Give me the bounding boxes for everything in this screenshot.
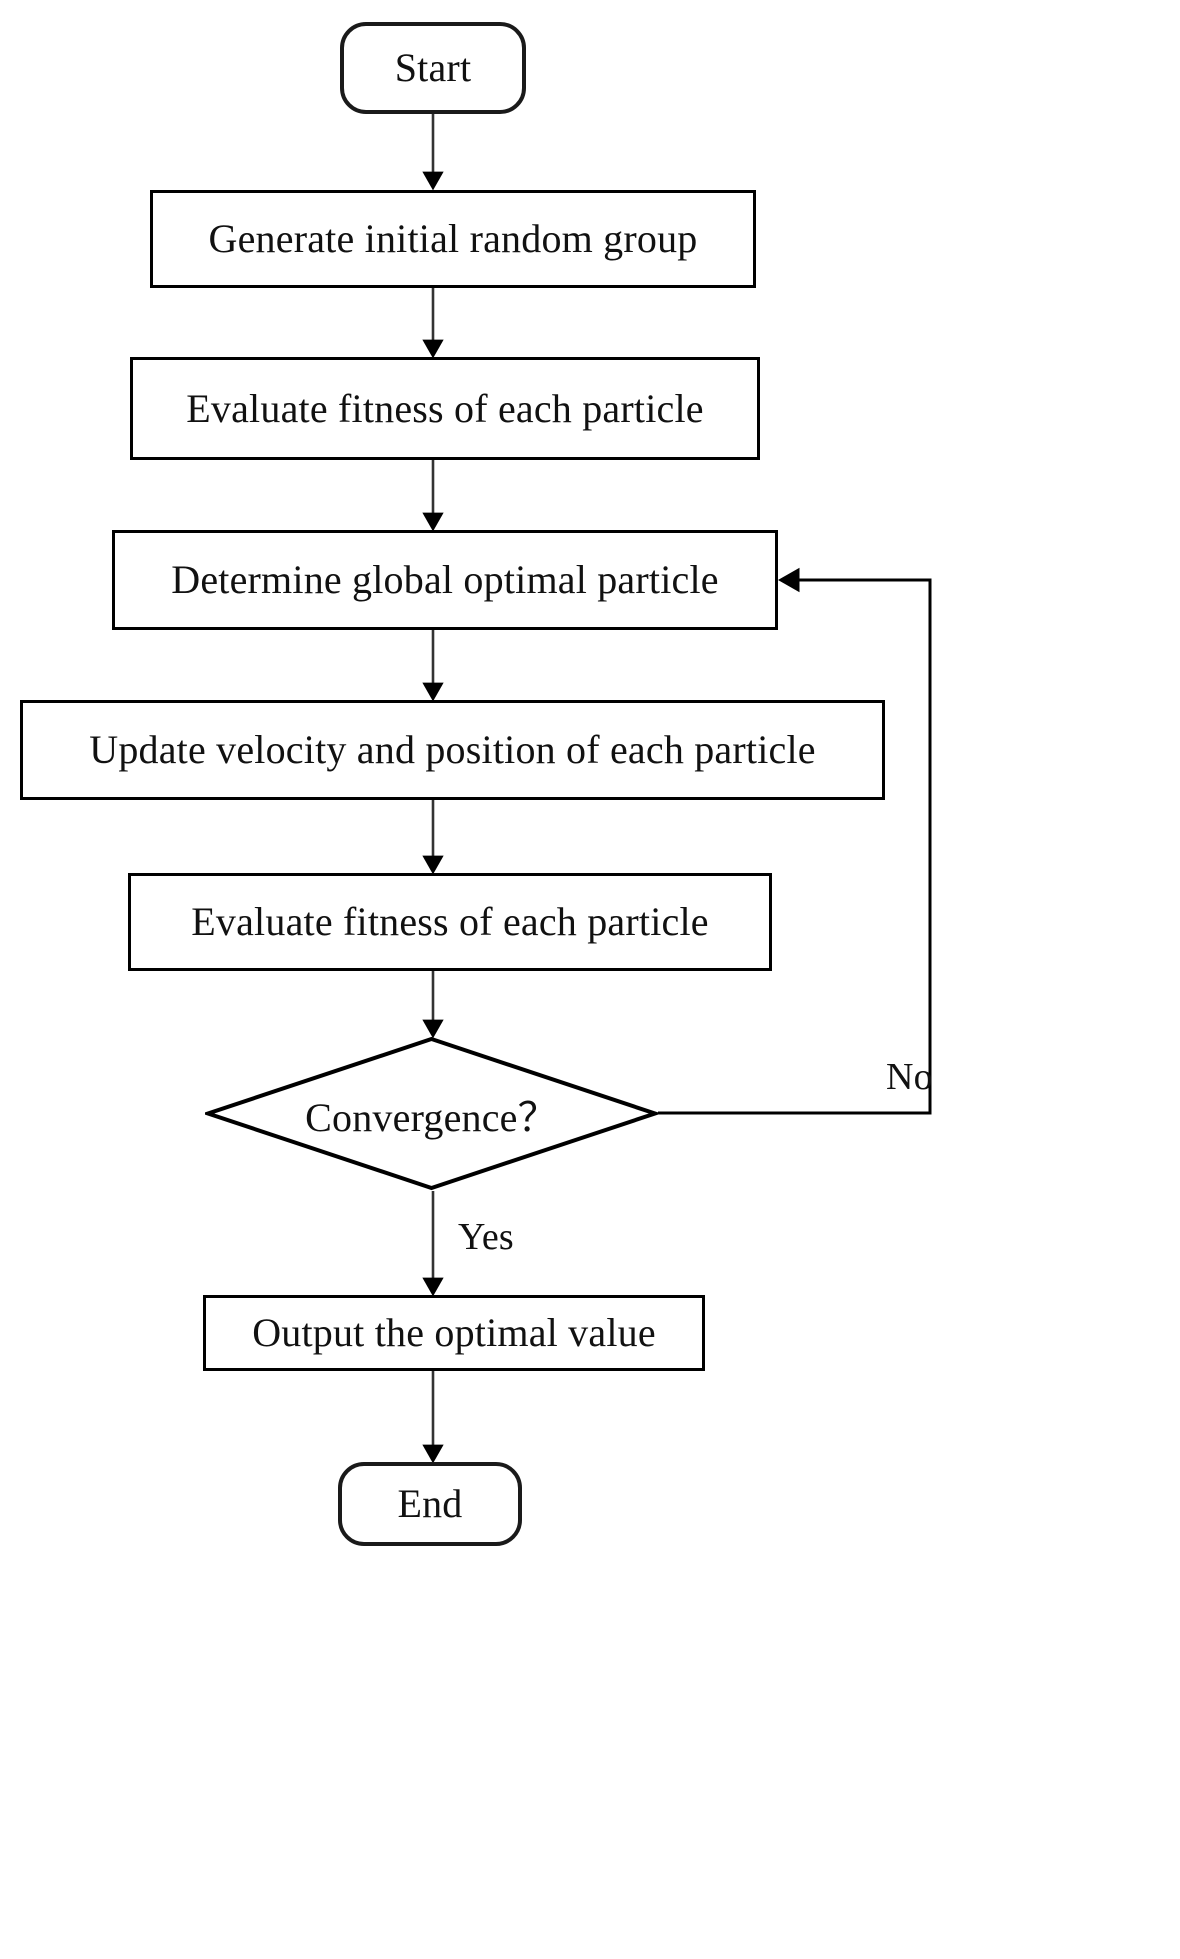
node-end[interactable]: End <box>338 1462 522 1546</box>
node-evaluate-fitness-1[interactable]: Evaluate fitness of each particle <box>130 357 760 460</box>
edge-convergence-no-to-determine <box>658 567 932 1115</box>
node-determine-global-optimal-particle-label: Determine global optimal particle <box>171 557 719 602</box>
node-end-label: End <box>397 1481 463 1526</box>
node-evaluate-fitness-1-label: Evaluate fitness of each particle <box>186 385 704 431</box>
edge-label-yes: Yes <box>458 1216 514 1258</box>
node-start-label: Start <box>394 45 472 90</box>
diamond-shape <box>205 1036 658 1191</box>
node-output-the-optimal-value[interactable]: Output the optimal value <box>203 1295 705 1371</box>
node-update-velocity-and-position[interactable]: Update velocity and position of each par… <box>20 700 885 800</box>
edge-label-no: No <box>886 1056 933 1098</box>
node-output-the-optimal-value-label: Output the optimal value <box>252 1310 656 1355</box>
node-convergence-decision-label: Convergence？ <box>305 1094 558 1140</box>
node-generate-initial-random-group-label: Generate initial random group <box>208 216 698 261</box>
node-evaluate-fitness-2[interactable]: Evaluate fitness of each particle <box>128 873 772 971</box>
node-determine-global-optimal-particle[interactable]: Determine global optimal particle <box>112 530 778 630</box>
node-convergence-decision[interactable]: Convergence？ <box>205 1036 658 1191</box>
node-update-velocity-and-position-label: Update velocity and position of each par… <box>89 727 816 772</box>
node-start[interactable]: Start <box>340 22 526 114</box>
node-generate-initial-random-group[interactable]: Generate initial random group <box>150 190 756 288</box>
node-evaluate-fitness-2-label: Evaluate fitness of each particle <box>191 899 709 944</box>
